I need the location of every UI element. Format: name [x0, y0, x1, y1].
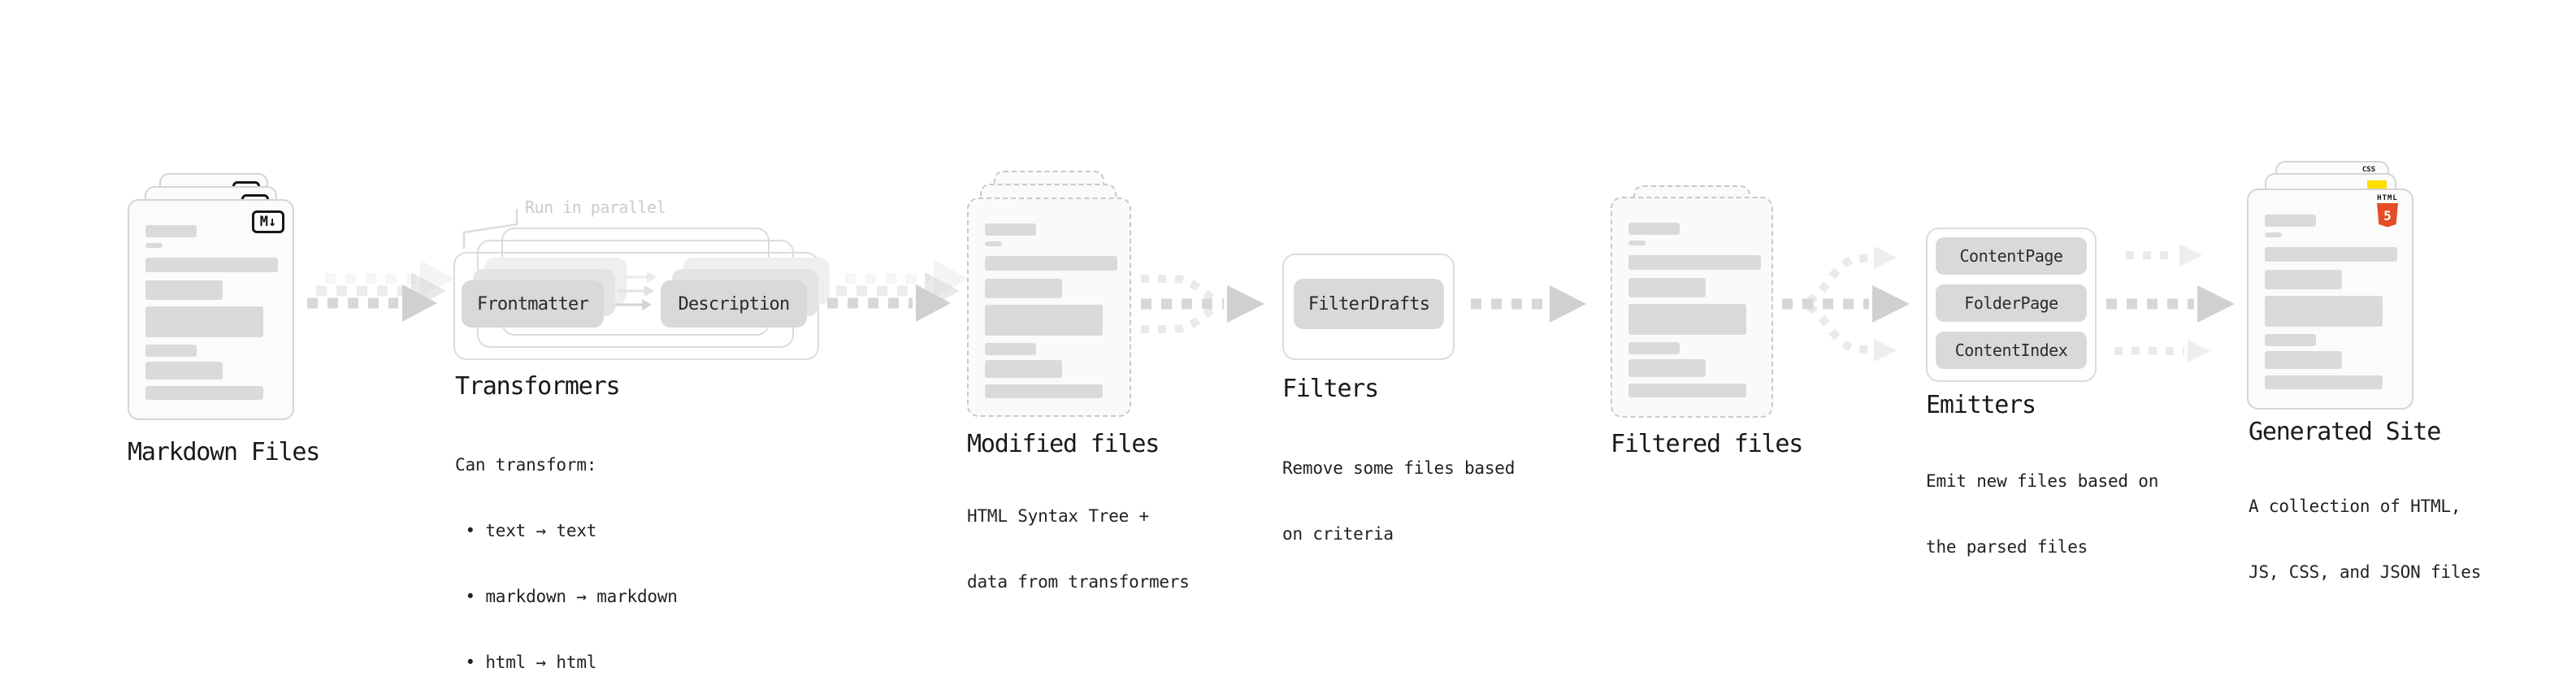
skeleton-line [145, 243, 163, 248]
description-line: JS, CSS, and JSON files [2249, 562, 2482, 582]
description-line: • html → html [455, 653, 597, 672]
arrow-transformers-to-modified [827, 260, 969, 322]
skeleton-line [1628, 255, 1761, 270]
skeleton-line [985, 279, 1062, 298]
arrow-modified-to-filters-converge [1141, 275, 1264, 333]
frontmatter-pill: Frontmatter [462, 280, 604, 327]
stage-label-filtered-files: Filtered files [1611, 430, 1803, 458]
stage-label-markdown-files: Markdown Files [128, 438, 320, 466]
skeleton-line [2265, 375, 2383, 389]
skeleton-line [1628, 278, 1706, 297]
skeleton-line [145, 345, 197, 357]
arrow-filters-to-filtered [1471, 285, 1586, 323]
description-line: • text → text [455, 521, 597, 540]
skeleton-line [1628, 304, 1746, 335]
description-line: • markdown → markdown [455, 587, 678, 606]
skeleton-line [2265, 296, 2383, 327]
generated-file-card-html: HTML 5 [2247, 189, 2413, 410]
html5-icon: HTML 5 [2373, 194, 2402, 228]
generated-site-description: A collection of HTML, JS, CSS, and JSON … [2249, 452, 2481, 627]
emitters-description: Emit new files based on the parsed files [1926, 427, 2158, 602]
description-line: Remove some files based [1282, 458, 1516, 478]
transformers-description: Can transform: • text → text • markdown … [455, 410, 678, 681]
skeleton-line [1628, 384, 1746, 397]
description-line: on criteria [1282, 524, 1394, 544]
skeleton-line [145, 306, 263, 337]
folderpage-pill: FolderPage [1936, 284, 2087, 322]
html5-shield-icon: 5 [2377, 203, 2398, 228]
stage-label-filters: Filters [1282, 375, 1379, 403]
skeleton-line [985, 343, 1036, 355]
js-icon [2367, 180, 2387, 191]
skeleton-line [985, 223, 1036, 236]
arrow-filtered-to-emitters-diverge [1782, 246, 1910, 362]
skeleton-line [2265, 351, 2342, 369]
filterdrafts-pill: FilterDrafts [1294, 279, 1444, 329]
description-line: Can transform: [455, 455, 597, 475]
description-line: HTML Syntax Tree + [967, 506, 1149, 526]
skeleton-line [985, 241, 1002, 246]
skeleton-line [985, 256, 1117, 271]
transformer-box [453, 252, 819, 360]
skeleton-line [2265, 334, 2316, 346]
contentpage-pill: ContentPage [1936, 237, 2087, 275]
markdown-icon: M↓ [252, 210, 284, 233]
modified-files-description: HTML Syntax Tree + data from transformer… [967, 462, 1190, 637]
description-line: data from transformers [967, 572, 1190, 592]
skeleton-line [985, 305, 1103, 336]
skeleton-line [145, 386, 263, 400]
skeleton-line [985, 384, 1103, 398]
skeleton-line [1628, 342, 1680, 354]
arrow-emitters-to-generated [2106, 244, 2235, 362]
stage-label-emitters: Emitters [1926, 391, 2036, 419]
skeleton-line [2265, 215, 2316, 227]
css-icon-label: CSS [2361, 166, 2376, 174]
run-in-parallel-note: Run in parallel [525, 197, 666, 217]
arrow-markdown-to-transformers [307, 260, 455, 322]
filtered-file-card [1611, 197, 1773, 418]
skeleton-line [1628, 359, 1706, 377]
skeleton-line [145, 258, 278, 272]
markdown-file-card: M↓ [128, 199, 294, 420]
description-line: A collection of HTML, [2249, 497, 2461, 516]
skeleton-line [1628, 223, 1680, 235]
description-line: Emit new files based on [1926, 471, 2159, 491]
contentindex-pill: ContentIndex [1936, 332, 2087, 369]
skeleton-line [2265, 232, 2282, 237]
description-pill: Description [661, 280, 807, 327]
skeleton-line [145, 280, 223, 300]
stage-label-modified-files: Modified files [967, 430, 1160, 458]
description-line: the parsed files [1926, 537, 2088, 557]
skeleton-line [145, 225, 197, 237]
stage-label-generated-site: Generated Site [2249, 418, 2441, 446]
skeleton-line [985, 360, 1062, 378]
stage-label-transformers: Transformers [455, 372, 621, 401]
filters-description: Remove some files based on criteria [1282, 414, 1515, 589]
skeleton-line [2265, 247, 2397, 262]
html5-icon-label: HTML [2377, 194, 2398, 202]
skeleton-line [145, 362, 223, 380]
skeleton-line [2265, 270, 2342, 289]
skeleton-line [1628, 241, 1646, 245]
modified-file-card [967, 197, 1131, 417]
html5-shield-number: 5 [2383, 208, 2392, 223]
